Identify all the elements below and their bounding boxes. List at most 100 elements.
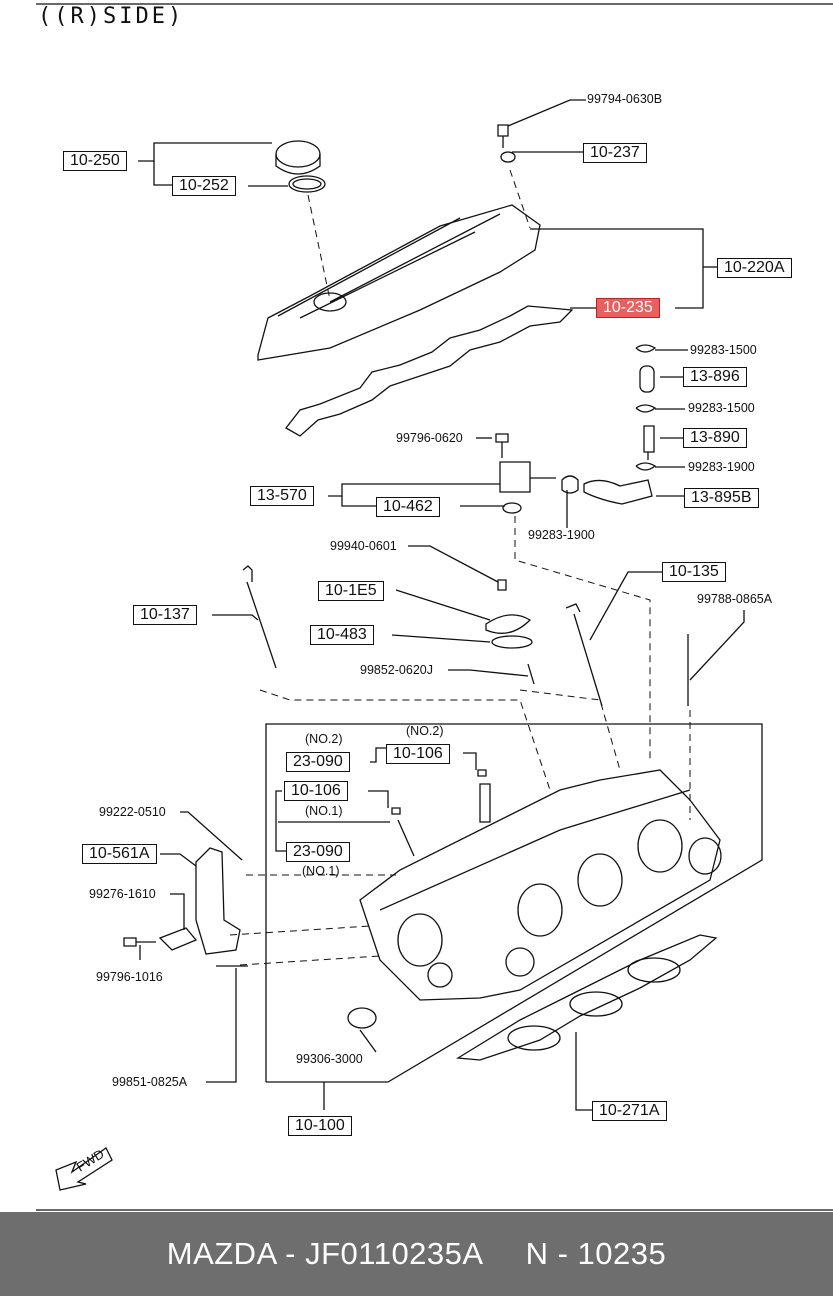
clamp-b-shape — [635, 404, 657, 413]
clamp-c-shape — [635, 462, 657, 471]
callout-10-462: 10-462 — [376, 497, 440, 517]
dash-stud — [519, 689, 621, 771]
dash-pcv — [514, 516, 651, 760]
callout-13-896: 13-896 — [683, 367, 747, 387]
leader-10-137 — [212, 614, 259, 621]
callout-10-106-a: 10-106 — [386, 744, 450, 764]
frame-head-group — [265, 723, 763, 1083]
bolt-99796-1016-shape — [123, 937, 156, 947]
leader-99852 — [448, 669, 529, 677]
dash-bracket — [229, 925, 371, 936]
callout-99276-1610: 99276-1610 — [89, 887, 156, 901]
callout-13-890: 13-890 — [683, 428, 747, 448]
seal-99306-shape — [347, 1007, 377, 1029]
guide-no2-shape — [477, 769, 491, 823]
leader-13-570 — [328, 483, 500, 497]
callout-99283-1500-b: 99283-1500 — [688, 401, 755, 415]
callout-10-220A: 10-220A — [717, 258, 792, 278]
hose-13-896-shape — [639, 365, 655, 393]
leader-99222 — [180, 811, 243, 861]
pcv-fitting-shape — [499, 461, 556, 493]
callout-23-090-b: 23-090 — [286, 842, 350, 862]
leader-10-220A — [530, 228, 704, 309]
bolt-99796-shape — [495, 433, 509, 458]
stud-99852-shape — [527, 663, 535, 685]
callout-13-895B: 13-895B — [684, 488, 759, 508]
callout-10-137: 10-137 — [133, 605, 197, 625]
diagram-title: ((R)SIDE) — [38, 4, 185, 29]
valve-13-890-shape — [643, 425, 655, 460]
oring-10-462-shape — [502, 502, 522, 514]
leader-10-1E5 — [395, 589, 491, 621]
label-no1-b: (NO.1) — [302, 864, 340, 878]
leader-10-250 — [138, 142, 272, 162]
leader-99851 — [206, 968, 237, 1083]
leader-10-561A — [160, 853, 197, 867]
bolt-10-137-shape — [242, 565, 277, 669]
callout-10-252: 10-252 — [172, 176, 236, 196]
callout-99796-1016: 99796-1016 — [96, 970, 163, 984]
callout-99306-3000: 99306-3000 — [296, 1052, 363, 1066]
label-no1-a: (NO.1) — [305, 804, 343, 818]
leader-10-135 — [589, 571, 662, 641]
head-cover-shape — [257, 204, 541, 361]
gasket-shape — [285, 305, 574, 437]
cylinder-head-shape — [359, 769, 722, 1001]
footer-part-number: MAZDA - JF0110235A — [166, 1236, 484, 1271]
bolt-99794-shape — [497, 124, 509, 148]
leader-10-106a — [463, 752, 477, 770]
callout-99851-0825A: 99851-0825A — [112, 1075, 188, 1089]
oil-cap-shape — [275, 140, 326, 193]
dash-stud-851 — [239, 955, 381, 966]
dash-bolt-137 — [259, 689, 551, 791]
callout-10-235-highlighted: 10-235 — [596, 298, 660, 318]
grommet-shape — [500, 151, 516, 163]
leader-99276 — [170, 893, 185, 930]
callout-10-271A: 10-271A — [592, 1101, 667, 1121]
bracket-10-561A-shape — [195, 847, 241, 955]
callout-10-1E5: 10-1E5 — [318, 581, 384, 601]
leader-10-252 — [153, 161, 172, 186]
callout-10-106-b: 10-106 — [284, 781, 348, 801]
bolt-10-135-shape — [565, 603, 603, 707]
diagram-drawing: FWD — [36, 3, 833, 1211]
bracket-99276-shape — [158, 927, 198, 951]
callout-10-100: 10-100 — [288, 1116, 352, 1136]
leader-99940 — [408, 545, 499, 583]
leader-10-271A — [575, 1032, 592, 1111]
callout-99788-0865A: 99788-0865A — [697, 592, 773, 606]
gasket-10-483-shape — [491, 635, 533, 649]
leader-10-106b — [368, 790, 389, 808]
callout-99283-1900-a: 99283-1900 — [688, 460, 755, 474]
dash-cap — [307, 194, 331, 301]
fwd-arrow-icon — [55, 1147, 113, 1191]
head-gasket-shape — [455, 934, 718, 1061]
callout-99222-0510: 99222-0510 — [99, 805, 166, 819]
leader-23-090a — [370, 747, 386, 763]
label-no2-a: (NO.2) — [305, 732, 343, 746]
callout-99794-0630B: 99794-0630B — [587, 92, 663, 106]
callout-10-561A: 10-561A — [82, 844, 157, 864]
callout-99283-1900-b: 99283-1900 — [528, 528, 595, 542]
leader-99788 — [689, 610, 745, 681]
guide-no1-shape — [391, 807, 415, 857]
cover-10-1E5-shape — [485, 614, 532, 634]
leader-10-483 — [391, 634, 491, 643]
callout-13-570: 13-570 — [250, 486, 314, 506]
callout-23-090-a: 23-090 — [286, 752, 350, 772]
callout-10-250: 10-250 — [63, 151, 127, 171]
leader-23-090b — [275, 790, 286, 852]
callout-10-483: 10-483 — [310, 625, 374, 645]
callout-99852-0620J: 99852-0620J — [360, 663, 433, 677]
hose-13-895B-shape — [583, 479, 653, 505]
dash-bolt — [509, 169, 531, 229]
callout-99796-0620: 99796-0620 — [396, 431, 463, 445]
clamp-d-shape — [561, 475, 579, 494]
label-no2-b: (NO.2) — [406, 724, 444, 738]
parts-diagram: ((R)SIDE) — [36, 3, 833, 1211]
footer-bar: MAZDA - JF0110235A N - 10235 — [0, 1212, 833, 1296]
nut-99940-shape — [497, 579, 507, 591]
clamp-a-shape — [635, 344, 657, 353]
leader-99306 — [359, 1029, 377, 1053]
callout-10-237: 10-237 — [583, 143, 647, 163]
